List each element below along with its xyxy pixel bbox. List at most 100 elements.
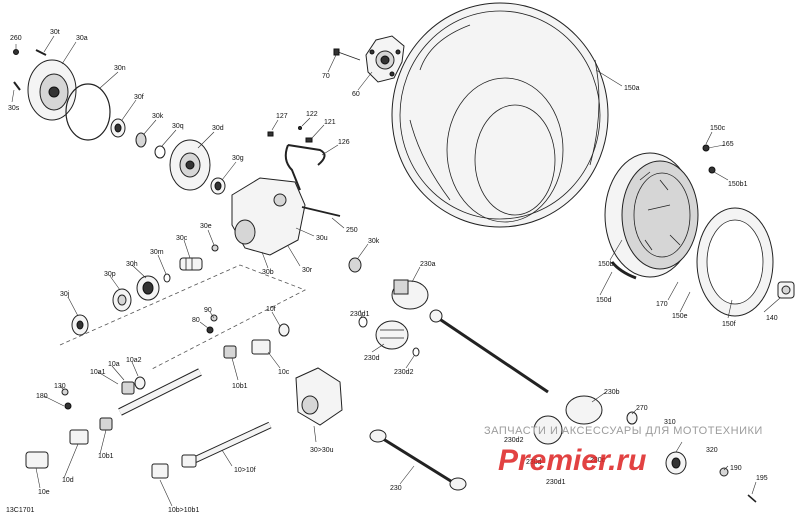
label-310: 310 [664,419,676,426]
gearbox-assembly-30[interactable] [295,367,343,426]
clip-122[interactable] [298,126,302,130]
clip-121[interactable] [305,137,313,143]
nut-80[interactable] [206,326,214,334]
label-30g: 30g [232,155,244,162]
gear-30d[interactable] [169,139,211,191]
yoke-10f[interactable] [278,323,290,337]
label-127: 127 [276,113,288,120]
seal-30j[interactable] [71,314,89,336]
nut-190[interactable] [719,467,729,477]
label-250: 250 [346,227,358,234]
cover-30a[interactable] [27,59,77,121]
label-10a1: 10a1 [90,369,106,376]
yoke-10d[interactable] [69,429,89,445]
wheel-hub-60[interactable] [365,35,405,83]
bearing-30g[interactable] [210,177,226,195]
label-230d: 230d [364,355,380,362]
driveshaft-10a1[interactable] [118,368,202,416]
label-10f: 10f [266,306,276,313]
label-10bto10b1: 10b>10b1 [168,507,199,514]
bolt-250[interactable] [301,206,341,217]
clamp-127[interactable] [267,131,274,137]
washer-270[interactable] [626,411,638,425]
shaft-30c[interactable] [179,257,203,271]
tire-150a[interactable] [391,2,609,228]
label-10to10f: 10>10f [234,467,256,474]
label-30t: 30t [50,29,60,36]
ujoint-10c[interactable] [251,339,271,355]
cv-joint-230b[interactable] [565,395,603,425]
seal-30k[interactable] [135,132,147,148]
screw-260[interactable] [13,49,19,55]
label-10d: 10d [62,477,74,484]
label-150f: 150f [722,321,736,328]
cotter-pin-195[interactable] [747,494,757,503]
label-230: 230 [390,485,402,492]
label-130: 130 [54,383,66,390]
label-260: 260 [10,35,22,42]
label-10b1-b: 10b1 [98,453,114,460]
leader-lines [11,35,781,507]
driveshaft-assembly-10[interactable] [181,421,272,468]
clamp-230d2[interactable] [412,347,420,357]
label-230d2: 230d2 [394,369,414,376]
ring-30e[interactable] [211,244,219,252]
label-30r: 30r [302,267,313,274]
cv-shaft-230[interactable] [429,309,549,394]
oring-30n[interactable] [65,83,111,141]
label-30p: 30p [104,271,116,278]
label-150e: 150e [672,313,688,320]
label-180: 180 [36,393,48,400]
label-30j: 30j [60,291,70,298]
ujoint-assembly-10b[interactable] [151,463,169,479]
clamp-230d1[interactable] [358,316,368,328]
callout-labels: 260 30t 30a 30s 30n 30f 30k 30q 30d 30g … [8,29,778,514]
label-10a: 10a [108,361,120,368]
ring-30q[interactable] [154,145,166,159]
cv-assembly-230[interactable] [369,429,467,491]
diagram-code: 13C1701 [6,507,35,514]
label-10a2: 10a2 [126,357,142,364]
bearing-30f[interactable] [110,118,126,138]
nut-130[interactable] [61,388,69,396]
valve-150b1[interactable] [708,166,716,174]
boot-230d[interactable] [375,320,409,350]
ujoint-10b1[interactable] [223,345,237,359]
screw-30s[interactable] [13,81,21,91]
hub-bolt-70[interactable] [333,48,361,61]
label-30q: 30q [172,123,184,130]
label-170: 170 [656,301,668,308]
spring-10a[interactable] [121,381,135,395]
hub-cap-140[interactable] [777,281,795,299]
bearing-320[interactable] [665,451,687,475]
bearing-30h[interactable] [136,275,160,301]
label-80: 80 [192,317,200,324]
label-30n: 30n [114,65,126,72]
breather-126[interactable] [284,144,326,191]
label-230d2-b: 230d2 [504,437,524,444]
label-121: 121 [324,119,336,126]
label-30to30u: 30>30u [310,447,334,454]
beadlock-ring-150e[interactable] [696,207,774,317]
yoke-10e[interactable] [25,451,49,469]
seal-30k-b[interactable] [348,257,362,273]
bearing-30p[interactable] [112,288,132,312]
boot-10a2[interactable] [134,376,146,390]
gearbox-housing-30b[interactable] [231,177,306,256]
boot-230d-b[interactable] [533,415,563,445]
label-30a: 30a [76,35,88,42]
ring-30m[interactable] [163,273,171,283]
rim-150b[interactable] [604,152,699,278]
cv-joint-230a[interactable] [391,279,429,310]
watermark: ЗАПЧАСТИ И АКСЕССУАРЫ ДЛЯ МОТОТЕХНИКИ Pr… [484,425,762,477]
label-230d-b: 230d [526,459,542,466]
ujoint-10b1-b[interactable] [99,417,113,431]
label-122: 122 [306,111,318,118]
label-195: 195 [756,475,768,482]
screw-30t[interactable] [35,49,47,56]
label-230d1: 230d1 [350,311,370,318]
nut-180[interactable] [64,402,72,410]
label-140: 140 [766,315,778,322]
rim-strap-150d[interactable] [610,261,637,280]
label-70: 70 [322,73,330,80]
